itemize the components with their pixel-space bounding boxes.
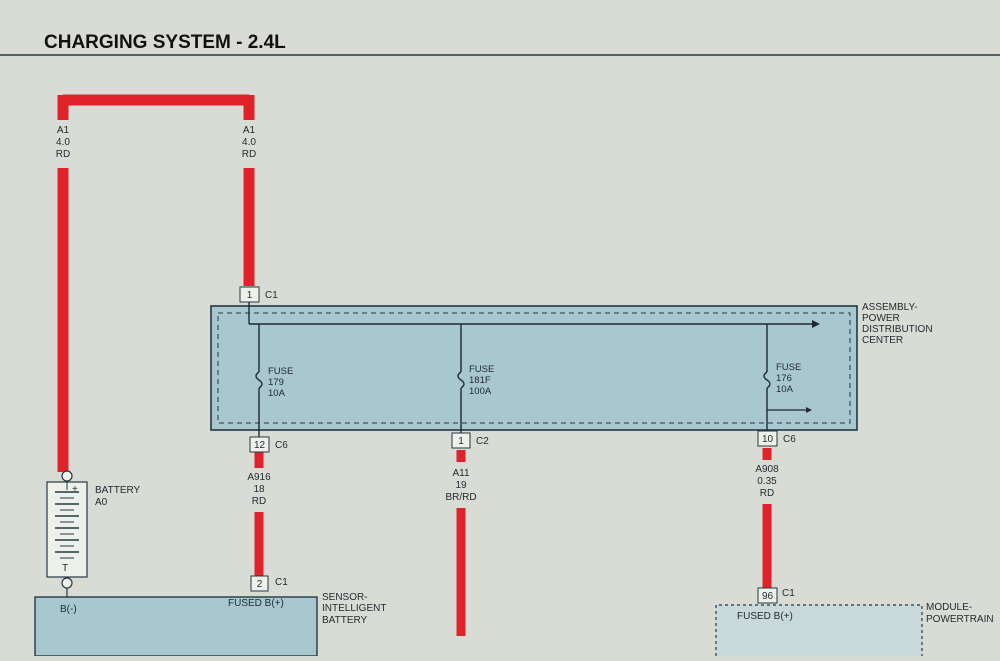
- pin-box: [239, 286, 260, 303]
- fuse-label-line: 100A: [469, 386, 492, 397]
- pdc-label: ASSEMBLY- POWER DISTRIBUTION CENTER: [862, 302, 933, 346]
- sensor-intelligent-battery: B(-) FUSED B(+) 2 C1 SENSOR- INTELLIGENT…: [34, 575, 386, 657]
- connector-id: C1: [782, 588, 795, 599]
- pin-number: 12: [254, 440, 266, 451]
- wire-gauge: 18: [253, 484, 265, 495]
- pin-number: 10: [762, 434, 774, 445]
- battery: + T BATTERY A0: [46, 470, 141, 598]
- sensor-box: [34, 596, 318, 657]
- fuse-181f-label: FUSE 181F 100A: [469, 364, 494, 397]
- wire-color: BR/RD: [445, 492, 476, 503]
- pdc-inner-dashed: [217, 312, 851, 424]
- wire-label-a1-left: A1 4.0 RD: [56, 125, 71, 160]
- connector-id: C2: [476, 436, 489, 447]
- wire-label-a1-right: A1 4.0 RD: [242, 125, 257, 160]
- sensor-terminal-fused: FUSED B(+): [228, 598, 284, 609]
- battery-label: BATTERY: [95, 485, 141, 496]
- sensor-terminal-ground: B(-): [60, 604, 77, 615]
- wire-gauge: 19: [455, 480, 467, 491]
- page-title: CHARGING SYSTEM - 2.4L: [44, 32, 286, 53]
- pin-number: 1: [458, 436, 464, 447]
- connector-id: C1: [265, 290, 278, 301]
- pin-box: [757, 430, 778, 447]
- fuse-label-line: 10A: [776, 384, 794, 395]
- wire-id: A11: [452, 468, 469, 479]
- fuse-176-label: FUSE 176 10A: [776, 362, 801, 395]
- battery-positive-terminal: [61, 470, 73, 482]
- wire-id: A1: [57, 125, 70, 136]
- wire-id: A1: [243, 125, 256, 136]
- battery-id: A0: [95, 497, 108, 508]
- pin-box: [757, 587, 778, 604]
- connector-id: C6: [275, 440, 288, 451]
- pin-sensor: 2 C1: [250, 575, 288, 592]
- sensor-label-line: SENSOR-: [322, 592, 368, 603]
- battery-cells-icon: [55, 491, 79, 559]
- fuse-181f-icon: [457, 371, 465, 389]
- pin-box: [249, 436, 270, 453]
- module-terminal-fused: FUSED B(+): [737, 611, 793, 622]
- pin-number: 96: [762, 591, 774, 602]
- fuse-179-label: FUSE 179 10A: [268, 366, 293, 399]
- pin-pdc-c6-10: 10 C6: [757, 430, 796, 447]
- branch-arrow-icon: [806, 407, 812, 413]
- connector-id: C1: [275, 577, 288, 588]
- pin-pdc-c2-1: 1 C2: [451, 432, 489, 449]
- module-fill: [716, 605, 922, 656]
- sensor-label-line: INTELLIGENT: [322, 603, 386, 614]
- wire-color: RD: [760, 488, 774, 499]
- sensor-label-line: BATTERY: [322, 615, 368, 626]
- wire-id: A916: [247, 472, 271, 483]
- fuse-label-line: FUSE: [268, 366, 293, 377]
- wire-color: RD: [242, 149, 256, 160]
- pin-pdc-c6-12: 12 C6: [249, 436, 288, 453]
- fuse-label-line: FUSE: [776, 362, 801, 373]
- pin-number: 2: [257, 579, 263, 590]
- module-dashed-outline: [715, 604, 923, 656]
- fuse-label-line: 179: [268, 377, 284, 388]
- wires: [57, 94, 772, 636]
- fuse-label-line: 176: [776, 373, 792, 384]
- wire-label-a908: A908 0.35 RD: [755, 464, 779, 499]
- fuse-176-icon: [763, 371, 771, 389]
- fuse-179-icon: [255, 371, 263, 389]
- battery-plus-sign: +: [72, 484, 78, 495]
- wire-label-a916: A916 18 RD: [247, 472, 271, 507]
- battery-negative-terminal: [61, 577, 73, 589]
- power-distribution-center: FUSE 179 10A FUSE 181F 100A FUSE 176 10A…: [210, 301, 933, 438]
- pin-box: [250, 575, 269, 592]
- pdc-label-line: POWER: [862, 313, 900, 324]
- wire-id: A908: [755, 464, 779, 475]
- pdc-box: [210, 305, 858, 431]
- wire-color: RD: [56, 149, 70, 160]
- module-label-line: MODULE-: [926, 602, 972, 613]
- module-label-line: POWERTRAIN: [926, 614, 994, 625]
- wire-gauge: 0.35: [757, 476, 777, 487]
- wire-gauge: 4.0: [242, 137, 256, 148]
- wire-label-a11: A11 19 BR/RD: [445, 468, 476, 503]
- pdc-label-line: DISTRIBUTION: [862, 324, 933, 335]
- wire-gauge: 4.0: [56, 137, 70, 148]
- bus-arrow-icon: [812, 320, 820, 328]
- module-powertrain: FUSED B(+) 96 C1 MODULE- POWERTRAIN: [715, 587, 994, 656]
- connector-id: C6: [783, 434, 796, 445]
- pin-box: [451, 432, 471, 449]
- wire-color: RD: [252, 496, 266, 507]
- pdc-label-line: ASSEMBLY-: [862, 302, 918, 313]
- battery-ground-sign: T: [62, 563, 68, 574]
- fuse-label-line: 10A: [268, 388, 286, 399]
- pin-module: 96 C1: [757, 587, 795, 604]
- pdc-label-line: CENTER: [862, 335, 903, 346]
- pin-pdc-top: 1 C1: [239, 286, 278, 303]
- fuse-label-line: FUSE: [469, 364, 494, 375]
- fuse-label-line: 181F: [469, 375, 491, 386]
- pin-number: 1: [247, 290, 253, 301]
